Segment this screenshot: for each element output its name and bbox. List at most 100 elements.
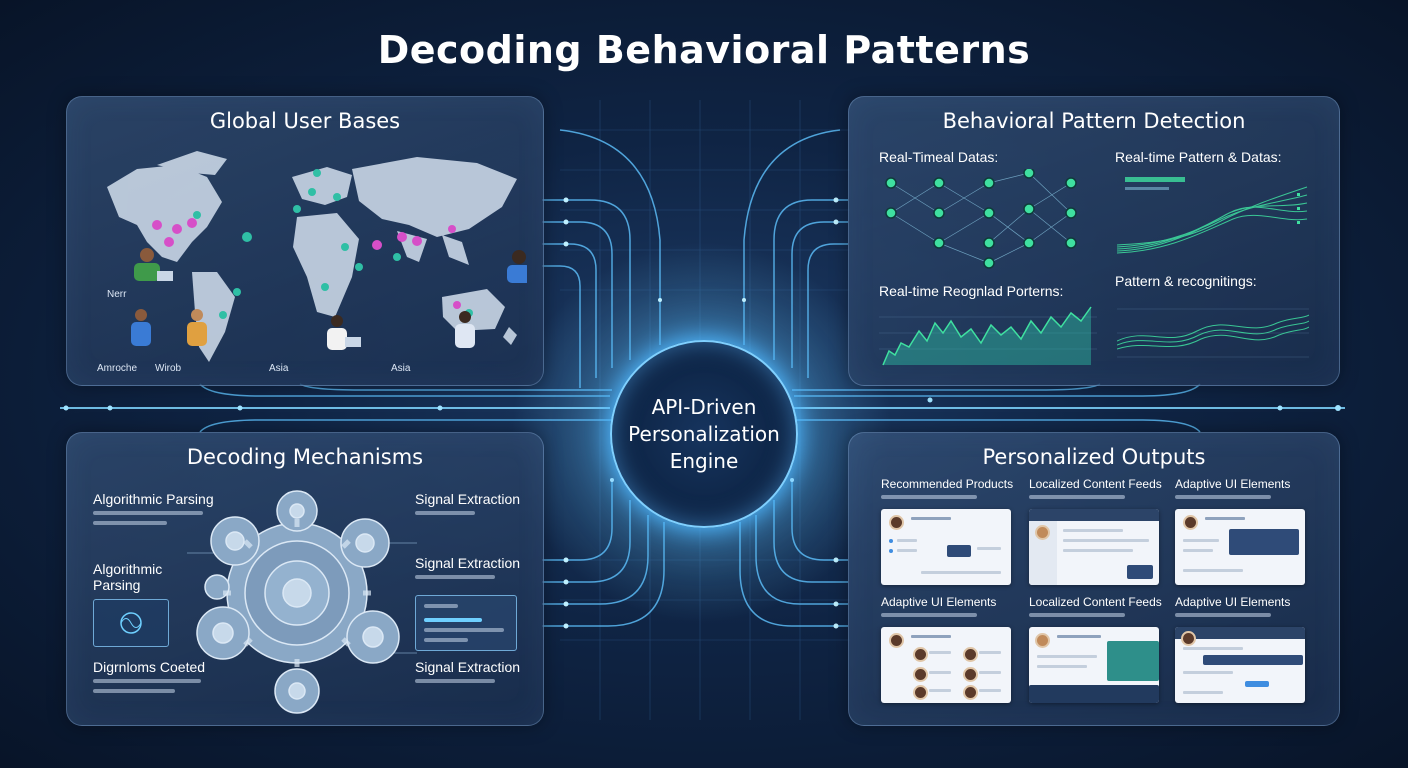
card-row [911, 517, 951, 520]
avatar [1181, 631, 1196, 646]
card-row [1037, 665, 1087, 668]
section-label-3: Real-time Reognlad Porterns: [879, 283, 1064, 299]
card-row [1183, 671, 1233, 674]
avatar [913, 647, 928, 662]
left-label-2: Algorithmic Parsing [93, 561, 173, 593]
card-header-bar [1029, 509, 1159, 521]
card-row [1063, 529, 1123, 532]
user-label-3: Wirob [155, 363, 182, 374]
output-card-2 [1029, 509, 1159, 585]
output-card-1 [881, 509, 1011, 585]
signal-card-line-4 [424, 638, 468, 642]
card-row [979, 689, 1001, 692]
card-dot [889, 549, 893, 553]
left-label-3: Digrnloms Coeted [93, 659, 206, 675]
wave-chart-1 [1117, 177, 1308, 254]
right-label-1: Signal Extraction [415, 491, 521, 507]
gears-illustration [187, 490, 417, 714]
scope-icon [120, 612, 142, 634]
card-row [929, 689, 951, 692]
card-row [979, 671, 1001, 674]
page-title: Decoding Behavioral Patterns [377, 28, 1031, 72]
pattern-detection-title: Behavioral Pattern Detection [942, 109, 1246, 133]
avatar [1035, 633, 1050, 648]
world-map [107, 151, 527, 362]
global-user-bases-title: Global User Bases [209, 109, 401, 133]
user-figures [131, 248, 527, 350]
avatar [913, 667, 928, 682]
card-row [1205, 517, 1245, 520]
section-label-4: Pattern & recognitings: [1115, 273, 1257, 289]
avatar [1035, 525, 1050, 540]
area-chart [879, 306, 1097, 366]
decoding-mechanisms-title: Decoding Mechanisms [186, 445, 424, 469]
card-row [911, 635, 951, 638]
card-label-4-subline [881, 613, 977, 617]
right-label-3-detail [415, 679, 495, 683]
signal-card-line-3 [424, 628, 504, 632]
right-label-3: Signal Extraction [415, 659, 521, 675]
output-card-4 [881, 627, 1011, 703]
right-label-2-detail [415, 575, 495, 579]
network-graph [885, 169, 1077, 269]
output-card-label-6: Adaptive UI Elements [1175, 595, 1291, 609]
card-row [1183, 569, 1243, 572]
engine-label: API-Driven Personalization Engine [628, 394, 780, 473]
user-label-5: Asia [391, 363, 411, 374]
output-card-label-5: Localized Content Feeds [1029, 595, 1162, 609]
card-row [1183, 691, 1223, 694]
left-label-2-text: Algorithmic Parsing [93, 561, 163, 593]
card-block [1029, 685, 1159, 703]
card-block [1229, 529, 1299, 555]
section-label-2: Real-time Pattern & Datas: [1115, 149, 1282, 165]
avatar [889, 515, 904, 530]
card-row [929, 651, 951, 654]
card-row [897, 549, 917, 552]
card-row [1057, 635, 1101, 638]
left-label-1-detail [93, 511, 203, 515]
card-row [1183, 647, 1243, 650]
left-label-1-detail-2 [93, 521, 167, 525]
card-block [947, 545, 971, 557]
card-label-2-subline [1029, 495, 1125, 499]
user-label-1: Nerr [107, 289, 127, 300]
card-row [1063, 549, 1133, 552]
output-card-3 [1175, 509, 1305, 585]
personalized-outputs-panel: Personalized Outputs Recommended Product… [848, 432, 1340, 726]
personalization-engine-hub: API-Driven Personalization Engine [610, 340, 798, 528]
personalized-outputs-title: Personalized Outputs [982, 445, 1206, 469]
output-card-6 [1175, 627, 1305, 703]
card-row [897, 539, 917, 542]
output-card-label-4: Adaptive UI Elements [881, 595, 997, 609]
signal-card-line-2 [424, 618, 482, 622]
avatar [963, 667, 978, 682]
signal-scope-display [93, 599, 169, 647]
decoding-mechanisms-panel: Decoding Mechanisms Algorithmic Parsing … [66, 432, 544, 726]
output-card-label-3: Adaptive UI Elements [1175, 477, 1291, 491]
card-label-5-subline [1029, 613, 1125, 617]
left-label-1: Algorithmic Parsing [93, 491, 214, 507]
behavioral-pattern-detection-panel: Behavioral Pattern Detection Real-Timeal… [848, 96, 1340, 386]
user-label-2: Amroche [97, 363, 138, 374]
card-row [921, 571, 1001, 574]
card-block [1245, 681, 1269, 687]
wave-chart-2 [1117, 308, 1309, 358]
card-label-1-subline [881, 495, 977, 499]
card-row [1183, 549, 1213, 552]
right-label-2: Signal Extraction [415, 555, 521, 571]
output-card-label-2: Localized Content Feeds [1029, 477, 1162, 491]
card-label-3-subline [1175, 495, 1271, 499]
card-header-bar [1175, 627, 1305, 639]
right-label-1-detail [415, 511, 475, 515]
avatar [1183, 515, 1198, 530]
card-row [1183, 539, 1219, 542]
avatar [963, 685, 978, 700]
avatar [889, 633, 904, 648]
card-row [979, 651, 1001, 654]
card-row [977, 547, 1001, 550]
user-label-4: Asia [269, 363, 289, 374]
card-label-6-subline [1175, 613, 1271, 617]
section-label-1: Real-Timeal Datas: [879, 149, 999, 165]
avatar [963, 647, 978, 662]
card-row [929, 671, 951, 674]
